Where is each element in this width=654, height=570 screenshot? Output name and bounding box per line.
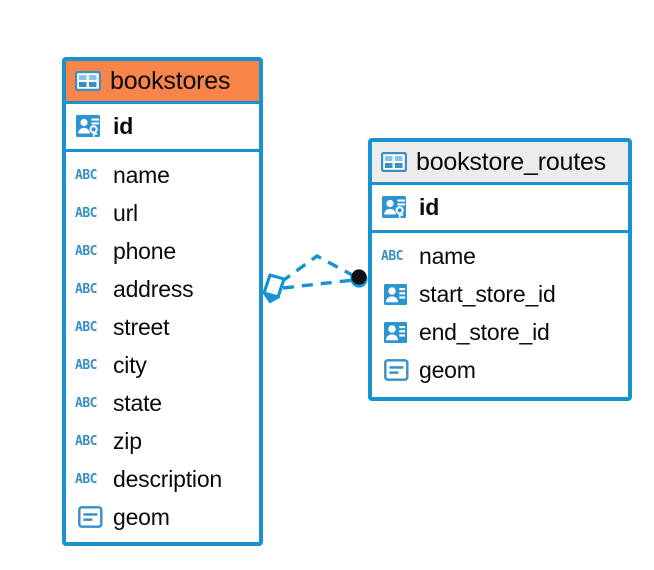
entity-header-bookstores: bookstores	[66, 61, 259, 104]
field-row-primary-key[interactable]: id	[372, 188, 628, 226]
geometry-icon	[381, 359, 411, 381]
abc-text-icon: ABC	[75, 471, 97, 487]
field-row-url[interactable]: ABC url	[66, 194, 259, 232]
primary-key-icon	[381, 195, 411, 219]
field-row-start-store-id[interactable]: start_store_id	[372, 275, 628, 313]
field-section-bookstore-routes: ABC name start_store_id	[372, 233, 628, 394]
table-icon	[75, 71, 101, 91]
table-icon	[381, 152, 407, 172]
field-row-description[interactable]: ABC description	[66, 460, 259, 498]
abc-text-icon: ABC	[75, 395, 97, 411]
entity-title: bookstores	[110, 66, 231, 95]
field-label: start_store_id	[419, 280, 556, 307]
abc-text-icon: ABC	[75, 281, 97, 297]
abc-text-icon: ABC	[75, 319, 97, 335]
field-label: geom	[419, 356, 476, 383]
field-label: id	[419, 193, 440, 220]
field-row-name[interactable]: ABC name	[66, 156, 259, 194]
foreign-key-icon	[381, 321, 411, 344]
primary-key-section: id	[66, 104, 259, 152]
entity-bookstores[interactable]: bookstores id	[62, 57, 263, 546]
field-label: name	[113, 161, 170, 188]
primary-key-section: id	[372, 185, 628, 233]
field-label: description	[113, 465, 223, 492]
abc-text-icon: ABC	[75, 433, 97, 449]
abc-text-icon: ABC	[75, 167, 97, 183]
crows-foot-diamond-marker	[262, 273, 286, 304]
field-row-state[interactable]: ABC state	[66, 384, 259, 422]
entity-header-bookstore-routes: bookstore_routes	[372, 142, 628, 185]
relationship-line-lower	[282, 278, 355, 290]
primary-key-icon	[75, 114, 105, 138]
field-section-bookstores: ABC name ABC url ABC phone ABC address A…	[66, 152, 259, 541]
field-row-phone[interactable]: ABC phone	[66, 232, 259, 270]
abc-text-icon: ABC	[75, 205, 97, 221]
abc-text-icon: ABC	[75, 357, 97, 373]
field-row-primary-key[interactable]: id	[66, 107, 259, 145]
field-row-zip[interactable]: ABC zip	[66, 422, 259, 460]
field-row-geom[interactable]: geom	[372, 351, 628, 389]
field-label: zip	[113, 427, 142, 454]
field-row-street[interactable]: ABC street	[66, 308, 259, 346]
foreign-key-icon	[381, 283, 411, 306]
field-label: city	[113, 351, 147, 378]
filled-circle-marker	[350, 269, 368, 288]
field-row-address[interactable]: ABC address	[66, 270, 259, 308]
field-label: state	[113, 389, 162, 416]
geometry-icon	[75, 506, 105, 528]
entity-title: bookstore_routes	[416, 147, 606, 176]
field-row-city[interactable]: ABC city	[66, 346, 259, 384]
field-row-geom[interactable]: geom	[66, 498, 259, 536]
relationship-line-upper	[280, 253, 355, 284]
field-label: geom	[113, 503, 170, 530]
field-row-end-store-id[interactable]: end_store_id	[372, 313, 628, 351]
field-label: id	[113, 112, 134, 139]
entity-bookstore-routes[interactable]: bookstore_routes id	[368, 138, 632, 401]
field-label: phone	[113, 237, 176, 264]
field-label: url	[113, 199, 138, 226]
abc-text-icon: ABC	[75, 243, 97, 259]
field-label: street	[113, 313, 170, 340]
field-label: end_store_id	[419, 318, 550, 345]
field-row-name[interactable]: ABC name	[372, 237, 628, 275]
field-label: address	[113, 275, 194, 302]
abc-text-icon: ABC	[381, 248, 403, 264]
field-label: name	[419, 242, 476, 269]
